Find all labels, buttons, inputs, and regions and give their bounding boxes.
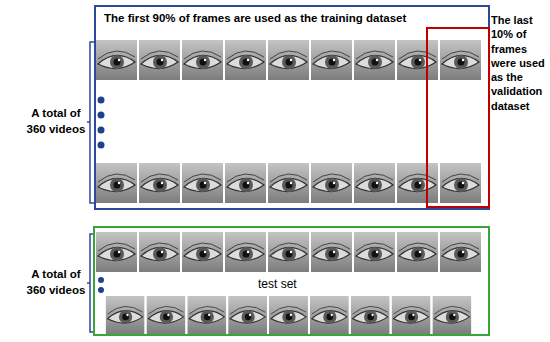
validation-region: The last 10% of frames were used as the …: [426, 27, 490, 208]
training-region: The first 90% of frames are used as the …: [94, 5, 490, 210]
group-label: A total of 360 videos: [26, 106, 86, 137]
region-title: The last 10% of frames were used as the …: [491, 13, 545, 113]
test-region: test set: [93, 226, 490, 336]
group-label: A total of 360 videos: [26, 267, 86, 298]
region-title: test set: [255, 277, 300, 293]
region-title: The first 90% of frames are used as the …: [104, 11, 406, 26]
